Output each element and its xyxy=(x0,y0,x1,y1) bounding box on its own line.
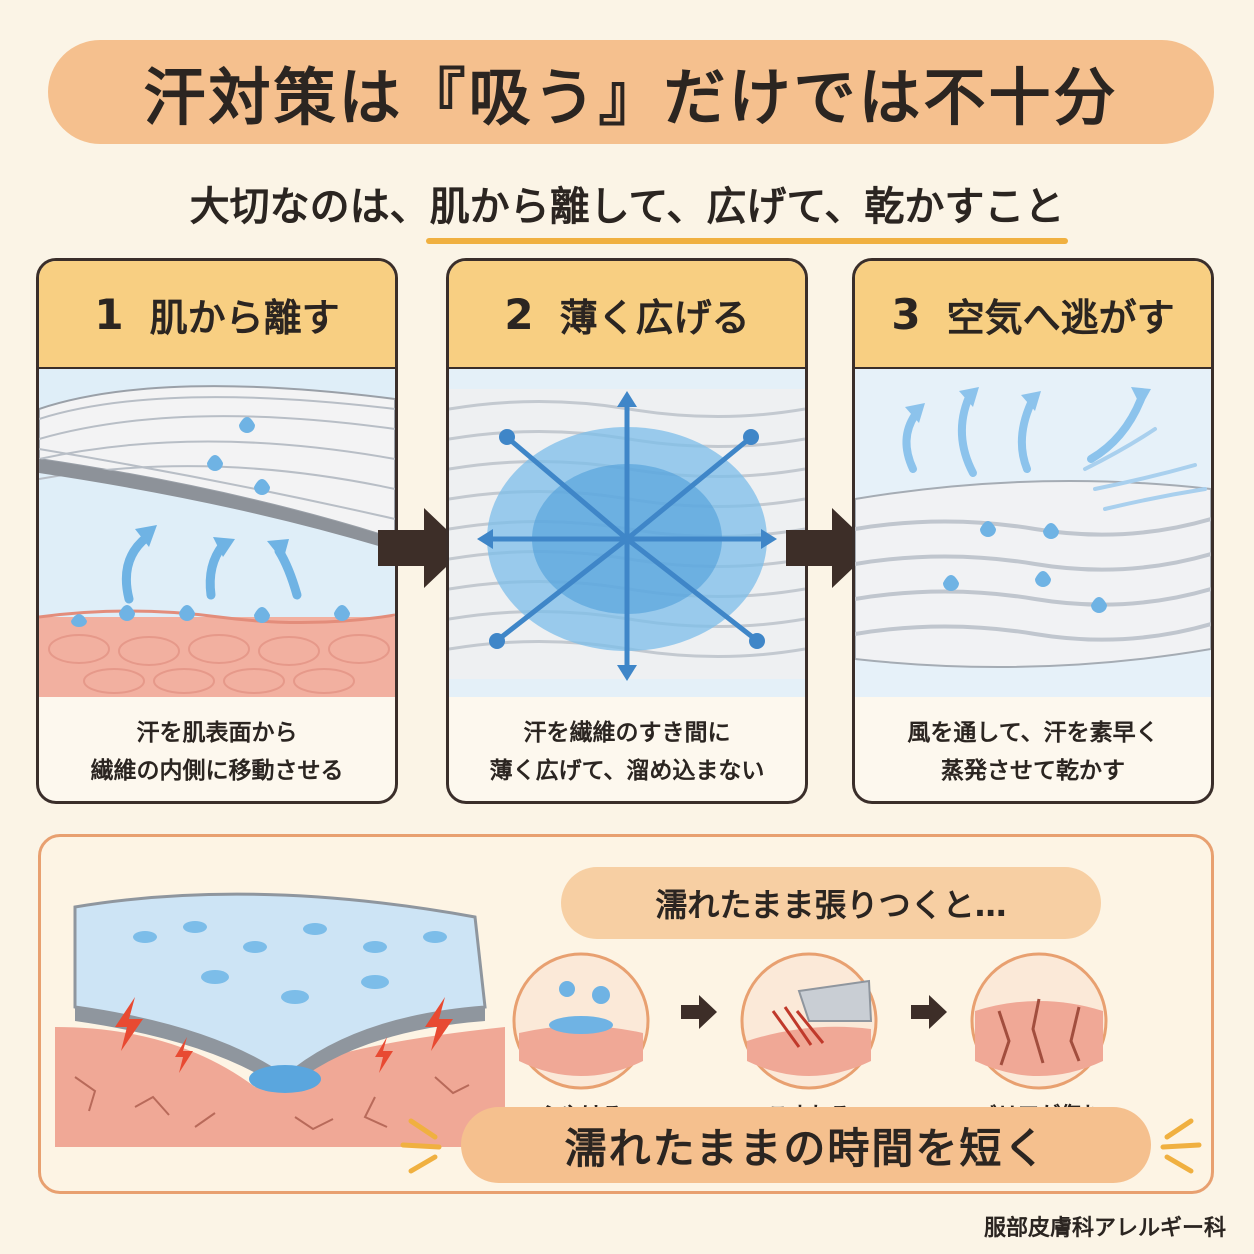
warning-heading: 濡れたまま張りつくと… xyxy=(561,867,1101,939)
soggy-skin-icon xyxy=(512,952,650,1090)
step-caption: 汗を肌表面から 繊維の内側に移動させる xyxy=(39,707,395,797)
title-banner: 汗対策は『吸う』だけでは不十分 xyxy=(48,40,1214,144)
warning-section: 濡れたまま張りつくと… ふやける こすれる バリアが傷む 濡れたままの時間を短く xyxy=(38,834,1214,1194)
step-number: 2 xyxy=(504,289,534,339)
caption-line: 汗を繊維のすき間に xyxy=(523,720,731,746)
clinic-credit: 服部皮膚科アレルギー科 xyxy=(983,1216,1226,1241)
conclusion-banner: 濡れたままの時間を短く xyxy=(461,1107,1151,1183)
subtitle-prefix: 大切なのは、 xyxy=(189,184,430,230)
step-number: 1 xyxy=(94,289,124,339)
step-header-1: 1 肌から離す xyxy=(39,261,395,369)
sparkle-icon xyxy=(1160,1118,1202,1174)
lightning-icon xyxy=(115,997,453,1073)
step-label: 薄く広げる xyxy=(559,295,750,340)
arrow-right-icon xyxy=(378,508,466,588)
step-caption: 汗を繊維のすき間に 薄く広げて、溜め込まない xyxy=(449,707,805,797)
step-label: 空気へ逃がす xyxy=(946,295,1175,340)
step-number: 3 xyxy=(891,289,921,339)
evaporate-illustration xyxy=(855,369,1211,697)
sparkle-icon xyxy=(400,1118,442,1174)
subtitle-highlight: 肌から離して、広げて、乾かすこと xyxy=(425,174,1069,244)
caption-line: 繊維の内側に移動させる xyxy=(90,758,344,784)
step-header-3: 3 空気へ逃がす xyxy=(855,261,1211,369)
step-label: 肌から離す xyxy=(149,295,340,340)
caption-line: 蒸発させて乾かす xyxy=(941,758,1125,784)
caption-line: 汗を肌表面から xyxy=(136,720,298,746)
page-title: 汗対策は『吸う』だけでは不十分 xyxy=(143,61,1119,134)
step-panel-2: 2 薄く広げる 汗を繊維のすき間に 薄く広げて、溜め込まない xyxy=(446,258,808,804)
wet-fabric-on-skin-illustration xyxy=(55,892,505,1147)
arrow-right-icon xyxy=(911,995,947,1029)
caption-line: 風を通して、汗を素早く xyxy=(907,720,1159,746)
step-panel-3: 3 空気へ逃がす 風を通して、汗を素早く 蒸発させて乾かす xyxy=(852,258,1214,804)
subtitle: 大切なのは、 肌から離して、広げて、乾かすこと xyxy=(0,168,1254,244)
caption-line: 薄く広げて、溜め込まない xyxy=(489,758,765,784)
spread-sweat-illustration xyxy=(449,369,805,697)
step-panel-1: 1 肌から離す 汗を肌表面から 繊維の内側に移動させる xyxy=(36,258,398,804)
lift-sweat-illustration xyxy=(39,369,395,697)
arrow-right-icon xyxy=(681,995,717,1029)
step-caption: 風を通して、汗を素早く 蒸発させて乾かす xyxy=(855,707,1211,797)
step-header-2: 2 薄く広げる xyxy=(449,261,805,369)
friction-skin-icon xyxy=(740,952,878,1090)
damaged-barrier-icon xyxy=(970,952,1108,1090)
